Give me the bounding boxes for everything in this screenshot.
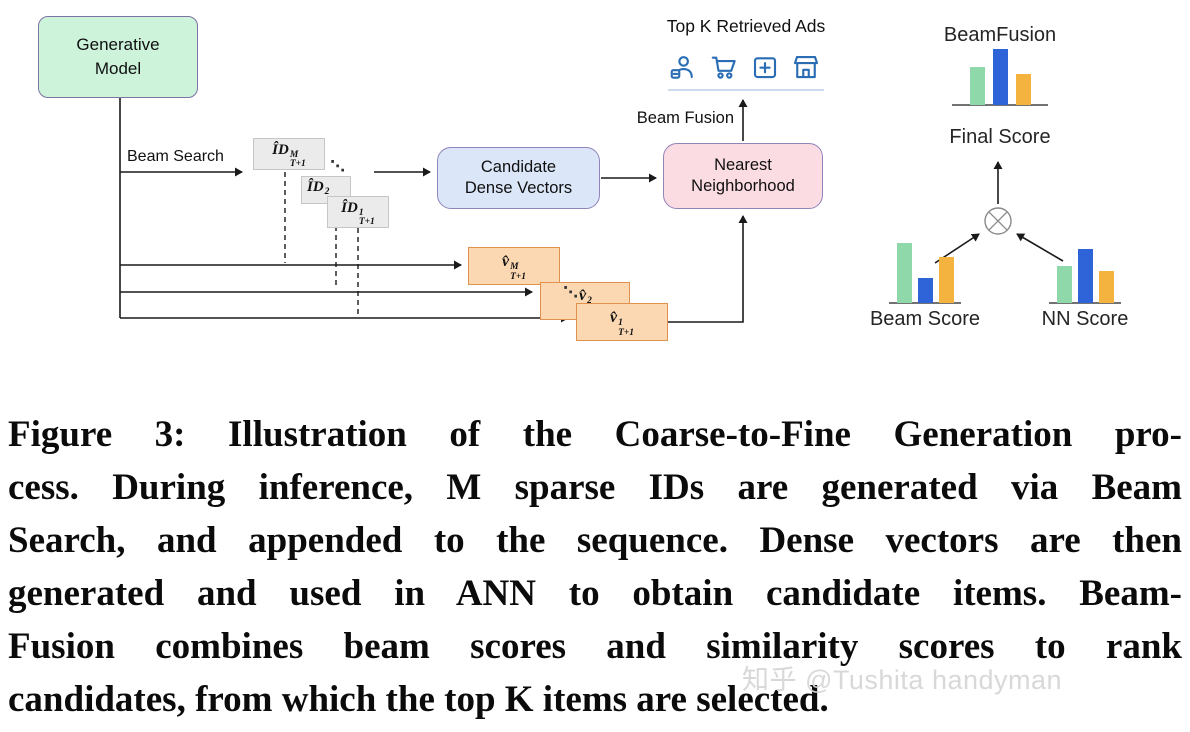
connector-layer	[119, 89, 1121, 323]
bar	[938, 257, 954, 303]
candidate-dense-vectors-box: Candidate Dense Vectors	[437, 147, 600, 209]
final-score-label: Final Score	[949, 126, 1051, 148]
store-icon	[791, 52, 821, 82]
cart-icon	[709, 52, 739, 82]
zhihu-watermark: 知乎 @Tushita handyman	[742, 665, 1063, 695]
beam-fusion-label: Beam Fusion	[636, 109, 734, 127]
beamfusion-title: BeamFusion	[943, 24, 1057, 46]
bar	[917, 278, 933, 303]
beam-score-chart	[889, 237, 961, 303]
bar	[1077, 249, 1093, 303]
bar	[1098, 271, 1114, 303]
add-box-icon	[750, 52, 780, 82]
caption-line: Search, and appended to the sequence. De…	[8, 520, 1182, 561]
multiply-cross-icon	[988, 211, 1008, 231]
bar	[969, 67, 985, 105]
generative-model-box: Generative Model	[38, 16, 198, 98]
caption-line: generated and used in ANN to obtain cand…	[8, 573, 1182, 614]
beam-score-label: Beam Score	[869, 308, 981, 330]
user-icon	[668, 52, 698, 82]
nearest-neighborhood-box: Nearest Neighborhood	[663, 143, 823, 209]
bar	[896, 243, 912, 303]
bar	[1056, 266, 1072, 303]
vector-ellipsis: ⋱	[563, 283, 578, 301]
id-ellipsis: ⋱	[330, 157, 345, 175]
bar	[992, 49, 1008, 105]
nn-score-label: NN Score	[1041, 308, 1129, 330]
caption-line: Fusion combines beam scores and similari…	[8, 626, 1182, 667]
nn-score-chart	[1049, 243, 1121, 303]
bar	[1015, 74, 1031, 105]
retrieved-ads-icons	[668, 52, 821, 82]
dense-vector-label-2: v̂2	[579, 287, 592, 306]
caption-line: candidates, from which the top K items a…	[8, 679, 829, 720]
beamfusion-chart	[952, 45, 1048, 105]
vectors-to-nn-arrow	[668, 215, 748, 323]
figure-caption: Figure 3: Illustration of the Coarse-to-…	[8, 408, 1182, 726]
caption-line: cess. During inference, M sparse IDs are…	[8, 467, 1182, 508]
caption-line: Figure 3: Illustration of the Coarse-to-…	[8, 414, 1182, 455]
top-k-retrieved-ads-label: Top K Retrieved Ads	[666, 16, 826, 36]
beam-search-label: Beam Search	[127, 148, 224, 165]
nnscore-to-fusion-arrow	[1016, 233, 1064, 262]
